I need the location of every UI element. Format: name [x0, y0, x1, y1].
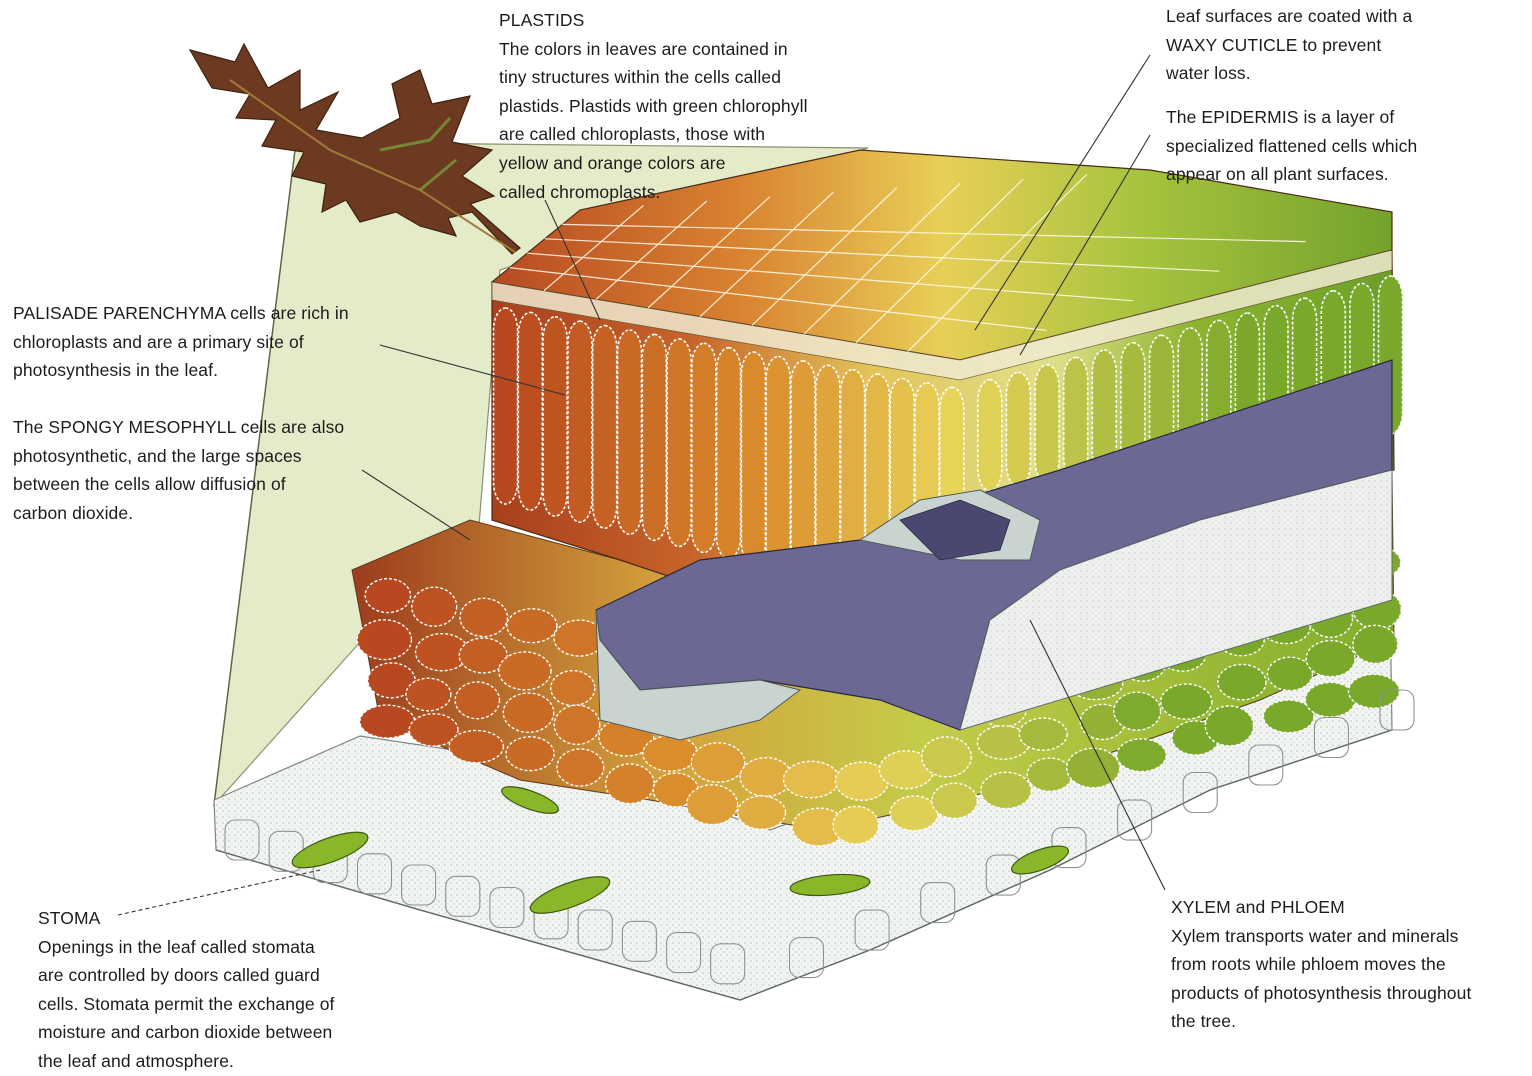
label-stoma-line: the leaf and atmosphere.	[38, 1047, 335, 1076]
spongy-cell	[503, 693, 553, 732]
spongy-cell	[1306, 641, 1355, 677]
spongy-cell	[499, 652, 551, 690]
spongy-cell	[506, 737, 554, 771]
label-spongy-line: between the cells allow diffusion of	[13, 470, 344, 499]
label-xylem-line: the tree.	[1171, 1007, 1529, 1036]
label-cuticle-line: water loss.	[1166, 59, 1412, 88]
label-plastids-line: yellow and orange colors are	[499, 149, 808, 178]
spongy-cell	[738, 796, 786, 829]
palisade-cell	[642, 334, 666, 540]
spongy-cell	[783, 761, 839, 797]
label-epidermis-line: specialized flattened cells which	[1166, 132, 1417, 161]
label-spongy-line: photosynthetic, and the large spaces	[13, 442, 344, 471]
label-stoma-line: are controlled by doors called guard	[38, 961, 335, 990]
spongy-cell	[1067, 748, 1120, 787]
palisade-cell	[543, 317, 567, 516]
spongy-cell	[360, 705, 415, 738]
label-spongy-mesophyll: The SPONGY MESOPHYLL cells are also phot…	[13, 413, 344, 527]
label-stoma-title: STOMA	[38, 904, 335, 933]
palisade-cell	[1035, 365, 1059, 483]
label-spongy-line: The SPONGY MESOPHYLL cells are also	[13, 413, 344, 442]
spongy-cell	[406, 678, 451, 711]
palisade-cell	[494, 308, 518, 504]
spongy-cell	[409, 714, 458, 746]
spongy-cell	[455, 682, 499, 719]
spongy-cell	[365, 579, 410, 613]
palisade-cell	[766, 357, 790, 571]
spongy-cell	[449, 730, 503, 762]
spongy-cell	[1161, 684, 1212, 719]
label-plastids-title: PLASTIDS	[499, 6, 808, 35]
spongy-cell	[833, 806, 879, 844]
palisade-cell	[518, 312, 542, 510]
spongy-cell	[1348, 674, 1399, 708]
palisade-cell	[791, 361, 815, 577]
spongy-cell	[554, 705, 599, 744]
label-stoma-line: cells. Stomata permit the exchange of	[38, 990, 335, 1019]
spongy-cell	[557, 749, 604, 786]
spongy-cell	[981, 772, 1031, 808]
palisade-cell	[978, 380, 1002, 491]
palisade-cell	[667, 339, 691, 547]
label-xylem-line: products of photosynthesis throughout	[1171, 979, 1529, 1008]
palisade-cell	[1006, 372, 1030, 486]
label-spongy-line: carbon dioxide.	[13, 499, 344, 528]
palisade-cell	[717, 348, 741, 559]
spongy-cell	[691, 743, 744, 782]
spongy-cell	[1353, 625, 1398, 663]
label-palisade-line: PALISADE PARENCHYMA cells are rich in	[13, 299, 349, 328]
spongy-cell	[357, 620, 411, 660]
label-plastids-line: called chromoplasts.	[499, 178, 808, 207]
spongy-cell	[1218, 664, 1266, 699]
spongy-cell	[890, 796, 938, 831]
label-cuticle-line: WAXY CUTICLE to prevent	[1166, 31, 1412, 60]
label-stoma-line: moisture and carbon dioxide between	[38, 1018, 335, 1047]
spongy-cell	[412, 587, 457, 626]
palisade-cell	[741, 352, 765, 564]
spongy-cell	[1019, 718, 1067, 750]
spongy-cell	[1305, 682, 1355, 716]
label-cuticle-line: Leaf surfaces are coated with a	[1166, 2, 1412, 31]
spongy-cell	[1117, 739, 1166, 772]
palisade-cell	[1064, 358, 1088, 479]
label-palisade-line: photosynthesis in the leaf.	[13, 356, 349, 385]
spongy-cell	[643, 736, 698, 771]
label-epidermis-line: The EPIDERMIS is a layer of	[1166, 103, 1417, 132]
label-plastids-line: plastids. Plastids with green chlorophyl…	[499, 92, 808, 121]
label-palisade-parenchyma: PALISADE PARENCHYMA cells are rich in ch…	[13, 299, 349, 385]
palisade-cell	[618, 330, 642, 534]
label-plastids-line: The colors in leaves are contained in	[499, 35, 808, 64]
palisade-cell	[692, 343, 716, 552]
label-plastids-line: are called chloroplasts, those with	[499, 120, 808, 149]
spongy-cell	[932, 783, 977, 818]
label-epidermis-line: appear on all plant surfaces.	[1166, 160, 1417, 189]
spongy-cell	[1267, 657, 1312, 690]
label-stoma: STOMA Openings in the leaf called stomat…	[38, 904, 335, 1076]
label-xylem-line: Xylem transports water and minerals	[1171, 922, 1529, 951]
spongy-cell	[551, 671, 595, 706]
label-plastids: PLASTIDS The colors in leaves are contai…	[499, 6, 808, 206]
label-epidermis: The EPIDERMIS is a layer of specialized …	[1166, 103, 1417, 189]
spongy-cell	[507, 609, 557, 643]
spongy-cell	[922, 737, 972, 777]
spongy-cell	[1027, 758, 1072, 791]
label-stoma-line: Openings in the leaf called stomata	[38, 933, 335, 962]
label-xylem-title: XYLEM and PHLOEM	[1171, 893, 1529, 922]
label-plastids-line: tiny structures within the cells called	[499, 63, 808, 92]
palisade-cell	[568, 321, 592, 522]
label-palisade-line: chloroplasts and are a primary site of	[13, 328, 349, 357]
spongy-cell	[1205, 706, 1253, 746]
spongy-cell	[687, 785, 738, 825]
spongy-cell	[1114, 692, 1161, 730]
spongy-cell	[460, 598, 507, 636]
palisade-cell	[593, 326, 617, 529]
label-waxy-cuticle: Leaf surfaces are coated with a WAXY CUT…	[1166, 2, 1412, 88]
label-xylem-phloem: XYLEM and PHLOEM Xylem transports water …	[1171, 893, 1529, 1036]
spongy-cell	[606, 764, 655, 804]
label-xylem-line: from roots while phloem moves the	[1171, 950, 1529, 979]
